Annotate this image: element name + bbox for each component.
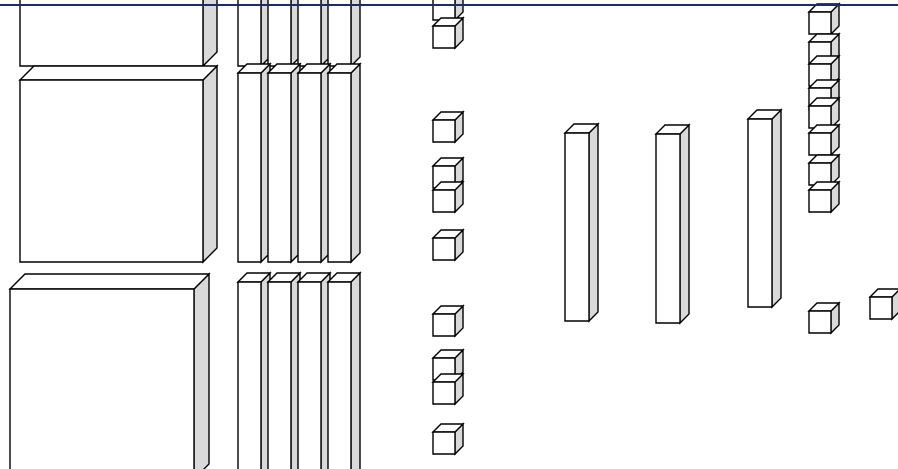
unit-cube-front-face xyxy=(809,12,831,34)
tens-rod xyxy=(268,273,300,469)
tens-rod xyxy=(268,0,300,66)
tens-rod-front-face xyxy=(748,119,772,307)
hundreds-flat xyxy=(20,66,217,262)
hundreds-flat-front-face xyxy=(10,289,194,469)
tens-rod-side-face xyxy=(680,125,689,323)
unit-cube-front-face xyxy=(809,190,831,212)
tens-rod-front-face xyxy=(328,73,351,262)
tens-rod xyxy=(298,273,330,469)
tens-rod xyxy=(748,110,781,307)
unit-cube-front-face xyxy=(433,120,455,142)
unit-cube-front-face xyxy=(870,297,892,319)
tens-rod-front-face xyxy=(238,73,261,262)
tens-rod-front-face xyxy=(298,0,321,66)
tens-rod xyxy=(238,64,270,262)
hundreds-flat-side-face xyxy=(203,0,217,66)
tens-rod-front-face xyxy=(268,282,291,469)
tens-rod-side-face xyxy=(351,64,360,262)
unit-cube xyxy=(809,155,839,185)
hundreds-flat-front-face xyxy=(20,0,203,66)
tens-rod-side-face xyxy=(589,124,598,321)
tens-rod-front-face xyxy=(328,0,351,66)
unit-cube xyxy=(433,374,463,404)
tens-rod xyxy=(328,64,360,262)
tens-rod xyxy=(298,0,330,66)
unit-cube-front-face xyxy=(433,432,455,454)
unit-cube xyxy=(433,182,463,212)
unit-cube xyxy=(809,4,839,34)
tens-rod-front-face xyxy=(298,73,321,262)
unit-cube-front-face xyxy=(433,190,455,212)
tens-rod-front-face xyxy=(565,133,589,321)
unit-cube xyxy=(809,303,839,333)
unit-cube-front-face xyxy=(809,311,831,333)
unit-cube-front-face xyxy=(433,382,455,404)
hundreds-flat xyxy=(10,274,209,469)
unit-cube xyxy=(433,18,463,48)
tens-rod-side-face xyxy=(351,273,360,469)
unit-cube xyxy=(809,182,839,212)
unit-cube xyxy=(433,230,463,260)
hundreds-flat-top-face xyxy=(20,66,217,80)
tens-rod-front-face xyxy=(268,0,291,66)
hundreds-flat xyxy=(20,0,217,66)
unit-cube-front-face xyxy=(433,26,455,48)
tens-rod-front-face xyxy=(298,282,321,469)
unit-cube xyxy=(809,125,839,155)
unit-cube xyxy=(433,424,463,454)
hundreds-flat-top-face xyxy=(10,274,209,289)
hundreds-flat-side-face xyxy=(203,66,217,262)
tens-rod-front-face xyxy=(238,0,261,66)
tens-rod xyxy=(238,273,270,469)
tens-rod xyxy=(268,64,300,262)
tens-rod xyxy=(328,0,360,66)
unit-cube-side-face xyxy=(455,0,463,20)
tens-rod xyxy=(565,124,598,321)
tens-rod-front-face xyxy=(328,282,351,469)
tens-rod xyxy=(656,125,689,323)
unit-cube-front-face xyxy=(433,238,455,260)
unit-cube xyxy=(433,112,463,142)
tens-rod xyxy=(298,64,330,262)
unit-cube-front-face xyxy=(433,0,455,20)
tens-rod-front-face xyxy=(268,73,291,262)
unit-cube-front-face xyxy=(433,314,455,336)
tens-rod xyxy=(238,0,270,66)
tens-rod-front-face xyxy=(238,282,261,469)
unit-cube-front-face xyxy=(809,133,831,155)
tens-rod-front-face xyxy=(656,134,680,323)
hundreds-flat-side-face xyxy=(194,274,209,469)
unit-cube xyxy=(433,0,463,20)
unit-cube xyxy=(433,306,463,336)
unit-cube xyxy=(870,289,898,319)
tens-rod-side-face xyxy=(772,110,781,307)
unit-cube-top-face xyxy=(870,289,898,297)
tens-rod-side-face xyxy=(351,0,360,66)
unit-cube xyxy=(809,98,839,128)
hundreds-flat-front-face xyxy=(20,80,203,262)
tens-rod xyxy=(328,273,360,469)
